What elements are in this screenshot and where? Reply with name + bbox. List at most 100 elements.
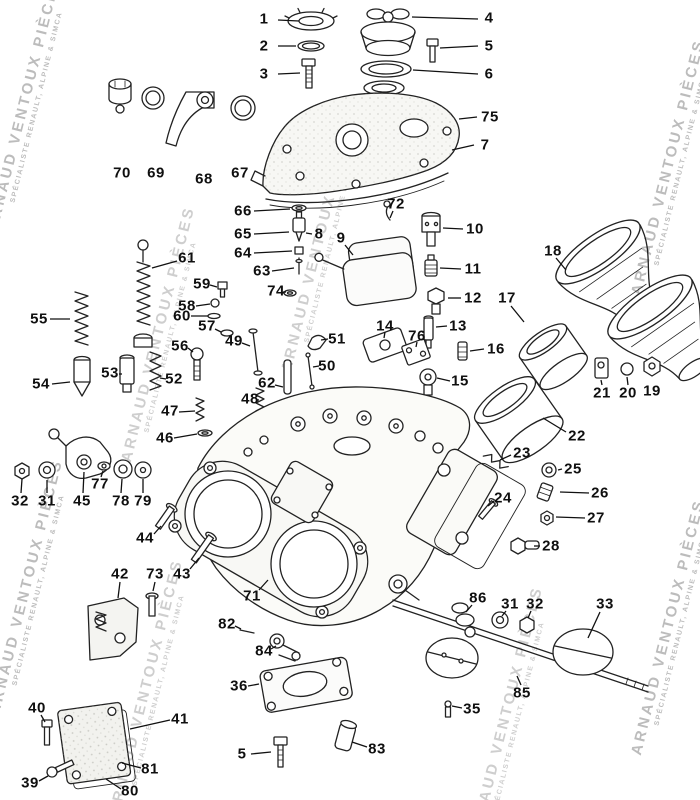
- part-label-69: 69: [147, 164, 165, 182]
- pump-lever-group: [239, 629, 301, 662]
- part-label-50: 50: [318, 357, 336, 375]
- part-label-21: 21: [593, 384, 611, 402]
- inspection-cap-group: [284, 7, 338, 89]
- bracket-group: [87, 592, 159, 661]
- part-label-7: 7: [480, 136, 490, 154]
- part-label-66: 66: [234, 202, 252, 220]
- part-label-73: 73: [146, 565, 164, 583]
- part-label-62: 62: [258, 374, 276, 392]
- needle-valve-group: [291, 204, 307, 275]
- part-label-11: 11: [464, 260, 482, 278]
- part-label-32: 32: [11, 492, 29, 510]
- part-label-12: 12: [464, 289, 482, 307]
- bottom-cover-group: [259, 656, 358, 768]
- part-label-27: 27: [587, 509, 605, 527]
- part-label-86: 86: [469, 589, 487, 607]
- part-label-28: 28: [542, 537, 560, 555]
- pump-piston-group: [73, 239, 162, 397]
- part-label-85: 85: [513, 684, 531, 702]
- part-label-56: 56: [171, 337, 189, 355]
- small-hardware-group: [190, 281, 327, 437]
- mounting-plate-group: [41, 701, 136, 790]
- part-label-53: 53: [101, 364, 119, 382]
- top-cover-group: [250, 92, 460, 209]
- part-label-81: 81: [141, 760, 159, 778]
- part-label-3: 3: [259, 65, 269, 83]
- part-label-2: 2: [259, 37, 269, 55]
- part-label-75: 75: [481, 108, 499, 126]
- part-label-49: 49: [225, 332, 243, 350]
- part-label-64: 64: [234, 244, 252, 262]
- part-label-67: 67: [231, 164, 249, 182]
- part-label-15: 15: [451, 372, 469, 390]
- part-label-40: 40: [28, 699, 46, 717]
- part-label-51: 51: [328, 330, 346, 348]
- fuel-filter-group: [360, 8, 439, 96]
- part-label-71: 71: [243, 587, 261, 605]
- lever-cluster-group: [14, 428, 152, 480]
- float-group: [314, 200, 417, 307]
- part-label-13: 13: [449, 317, 467, 335]
- part-label-57: 57: [198, 317, 216, 335]
- part-label-33: 33: [596, 595, 614, 613]
- part-label-10: 10: [466, 220, 484, 238]
- part-label-63: 63: [253, 262, 271, 280]
- part-label-23: 23: [513, 444, 531, 462]
- part-label-80: 80: [121, 782, 139, 800]
- small-gasket-group: [362, 327, 437, 396]
- part-label-83: 83: [368, 740, 386, 758]
- part-label-25: 25: [564, 460, 582, 478]
- part-label-52: 52: [165, 370, 183, 388]
- part-label-70: 70: [113, 164, 131, 182]
- part-label-22: 22: [568, 427, 586, 445]
- part-label-17: 17: [498, 289, 516, 307]
- part-label-24: 24: [494, 489, 512, 507]
- part-label-55: 55: [30, 310, 48, 328]
- part-label-5: 5: [237, 745, 247, 763]
- part-label-35: 35: [463, 700, 481, 718]
- part-label-78: 78: [112, 492, 130, 510]
- part-label-65: 65: [234, 225, 252, 243]
- part-label-31: 31: [501, 595, 519, 613]
- part-label-20: 20: [619, 384, 637, 402]
- cold-start-group: [108, 78, 256, 147]
- part-label-72: 72: [387, 195, 405, 213]
- part-label-14: 14: [376, 317, 394, 335]
- part-label-8: 8: [314, 225, 324, 243]
- part-label-9: 9: [336, 229, 346, 247]
- fastener-cluster-19-20-21: [594, 356, 661, 379]
- part-label-54: 54: [32, 375, 50, 393]
- part-label-68: 68: [195, 170, 213, 188]
- part-label-46: 46: [156, 429, 174, 447]
- part-label-16: 16: [487, 340, 505, 358]
- part-label-44: 44: [136, 529, 154, 547]
- part-label-77: 77: [91, 475, 109, 493]
- part-label-43: 43: [173, 565, 191, 583]
- part-label-32: 32: [526, 595, 544, 613]
- part-label-61: 61: [178, 249, 196, 267]
- part-label-4: 4: [484, 9, 494, 27]
- part-label-76: 76: [408, 327, 426, 345]
- part-label-41: 41: [171, 710, 189, 728]
- throttle-shaft-group: [392, 599, 649, 718]
- part-label-31: 31: [38, 492, 56, 510]
- part-label-6: 6: [484, 65, 494, 83]
- part-label-36: 36: [230, 677, 248, 695]
- part-label-39: 39: [21, 774, 39, 792]
- part-label-45: 45: [73, 492, 91, 510]
- part-label-82: 82: [218, 615, 236, 633]
- part-label-79: 79: [134, 492, 152, 510]
- part-label-58: 58: [178, 297, 196, 315]
- part-label-19: 19: [643, 382, 661, 400]
- part-label-60: 60: [173, 307, 191, 325]
- part-label-1: 1: [259, 10, 269, 28]
- part-label-26: 26: [591, 484, 609, 502]
- part-label-18: 18: [544, 242, 562, 260]
- part-label-74: 74: [267, 282, 285, 300]
- part-label-5: 5: [484, 37, 494, 55]
- part-label-84: 84: [255, 642, 273, 660]
- part-label-47: 47: [161, 402, 179, 420]
